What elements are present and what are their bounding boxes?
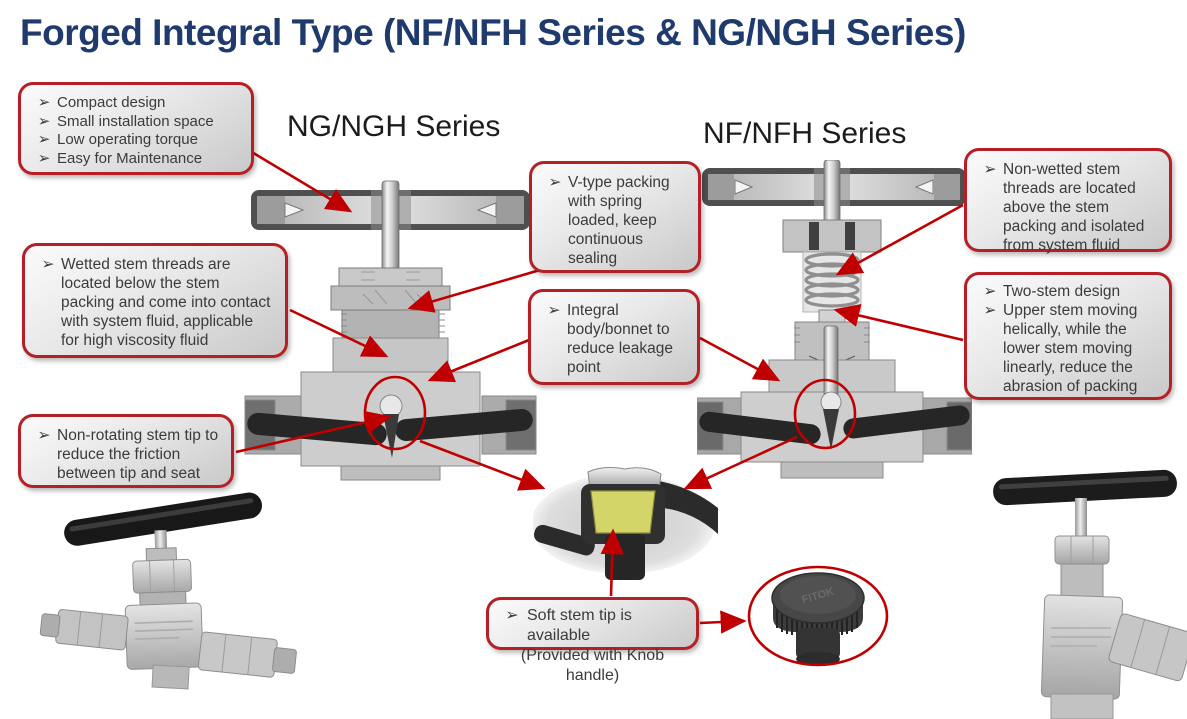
- feature-text: Easy for Maintenance: [57, 149, 203, 167]
- callout-text: Integral body/bonnet to reduce leakage p…: [567, 302, 673, 376]
- list-item: ➢ Upper stem moving helically, while the …: [977, 301, 1159, 396]
- features-list: ➢ Compact design ➢ Small installation spac…: [31, 94, 241, 168]
- arrow-bullet-icon: ➢: [983, 161, 997, 178]
- arrow-bullet-icon: ➢: [547, 302, 561, 319]
- callout-wetted-stem: ➢ Wetted stem threads are located below t…: [22, 243, 288, 358]
- callout-text: Non-wetted stem threads are located abov…: [1003, 161, 1145, 254]
- closeup-soft-tip: [590, 490, 656, 534]
- valve-photo-left: [39, 492, 297, 690]
- list-item: ➢ Low operating torque: [31, 131, 241, 150]
- callout-features: ➢ Compact design ➢ Small installation spac…: [18, 82, 254, 175]
- arrow-bullet-icon: ➢: [37, 112, 51, 130]
- photo-left-fitting-left: [39, 609, 129, 651]
- callout-two-stem: ➢ Two-stem design ➢ Upper stem moving heli…: [964, 272, 1172, 400]
- list-item: ➢ Wetted stem threads are located below t…: [35, 255, 275, 350]
- callout-list: ➢ V-type packing with spring loaded, keep…: [542, 173, 688, 268]
- list-item: ➢ Easy for Maintenance: [31, 150, 241, 169]
- photo-left-handle-highlight: [69, 498, 254, 532]
- list-item: ➢ Compact design: [31, 94, 241, 113]
- photo-right-etching: [1051, 627, 1111, 647]
- photo-left-packing-nut: [132, 547, 192, 607]
- page-title: Forged Integral Type (NF/NFH Series & NG…: [20, 12, 966, 53]
- arrow-bullet-icon: ➢: [548, 174, 562, 191]
- knob-handle: FITOK: [771, 572, 865, 666]
- arrow-bullet-icon: ➢: [505, 607, 519, 624]
- arrow-bullet-icon: ➢: [41, 256, 55, 273]
- photo-left-body-bottom: [151, 664, 190, 690]
- feature-text: Compact design: [57, 94, 166, 111]
- photo-right-handle-highlight: [998, 475, 1169, 490]
- callout-list: ➢ Wetted stem threads are located below t…: [35, 255, 275, 350]
- closeup-stem: [605, 534, 645, 580]
- list-item: ➢ Two-stem design: [977, 282, 1159, 301]
- nf-bonnet: [782, 219, 882, 253]
- list-item: ➢ Small installation space: [31, 113, 241, 132]
- callout-list: ➢ Non-rotating stem tip to reduce the fri…: [31, 426, 221, 483]
- arrow-softtip-to-knob: [699, 610, 747, 634]
- callout-text: Non-rotating stem tip to reduce the fric…: [57, 427, 219, 482]
- arrow-bullet-icon: ➢: [983, 283, 997, 300]
- series-label-nf: NF/NFH Series: [703, 117, 907, 150]
- soft-tip-line-1: ➢ Soft stem tip is available: [497, 606, 688, 646]
- stem-tip-closeup: [533, 467, 718, 580]
- callout-text: Upper stem moving helically, while the l…: [1003, 302, 1138, 395]
- callout-list: ➢ Non-wetted stem threads are located abo…: [977, 160, 1159, 255]
- knob-handle-photo: FITOK: [771, 572, 865, 666]
- callout-list: ➢ Integral body/bonnet to reduce leakage …: [541, 301, 687, 377]
- photo-right-body-bottom: [1050, 693, 1114, 719]
- arrow-bullet-icon: ➢: [37, 427, 51, 444]
- list-item: ➢ Non-wetted stem threads are located abo…: [977, 160, 1159, 255]
- callout-list: ➢ Two-stem design ➢ Upper stem moving heli…: [977, 282, 1159, 396]
- list-item: ➢ V-type packing with spring loaded, keep…: [542, 173, 688, 268]
- callout-text: V-type packing with spring loaded, keep …: [568, 174, 670, 267]
- soft-tip-line-2: (Provided with Knob handle): [520, 647, 665, 684]
- callout-text: Wetted stem threads are located below th…: [61, 256, 271, 349]
- closeup-tube-left: [534, 524, 595, 556]
- callout-integral-body: ➢ Integral body/bonnet to reduce leakage …: [528, 289, 700, 385]
- list-item: ➢ Integral body/bonnet to reduce leakage …: [541, 301, 687, 377]
- feature-text: Small installation space: [57, 112, 214, 130]
- callout-v-type-packing: ➢ V-type packing with spring loaded, keep…: [529, 161, 701, 273]
- photo-right-body: [1040, 594, 1124, 700]
- photo-right-fitting: [1108, 613, 1187, 682]
- callout-non-rotating-tip: ➢ Non-rotating stem tip to reduce the fri…: [18, 414, 234, 488]
- series-label-ng: NG/NGH Series: [287, 110, 501, 143]
- arrow-bullet-icon: ➢: [37, 149, 51, 167]
- callout-text: Two-stem design: [1003, 283, 1121, 300]
- nf-valve-cross-section: [697, 160, 972, 479]
- callout-soft-stem-tip: ➢ Soft stem tip is available (Provided wi…: [486, 597, 699, 684]
- callout-non-wetted-stem: ➢ Non-wetted stem threads are located abo…: [964, 148, 1172, 255]
- arrow-bullet-icon: ➢: [37, 94, 51, 111]
- arrow-bullet-icon: ➢: [983, 302, 997, 319]
- feature-text: Low operating torque: [57, 131, 198, 148]
- photo-left-fitting-right: [197, 631, 297, 678]
- photo-right-stem: [1075, 498, 1087, 540]
- photo-left-etching: [134, 620, 193, 640]
- photo-right-packing-nut: [1054, 535, 1110, 599]
- callout-text: Soft stem tip is available: [527, 607, 632, 644]
- valve-photo-right: [993, 469, 1187, 719]
- photo-left-body: [124, 602, 204, 670]
- arrow-bullet-icon: ➢: [37, 131, 51, 148]
- list-item: ➢ Non-rotating stem tip to reduce the fri…: [31, 426, 221, 483]
- ng-bonnet: [330, 267, 451, 339]
- nf-non-wetted-threads: [802, 251, 862, 313]
